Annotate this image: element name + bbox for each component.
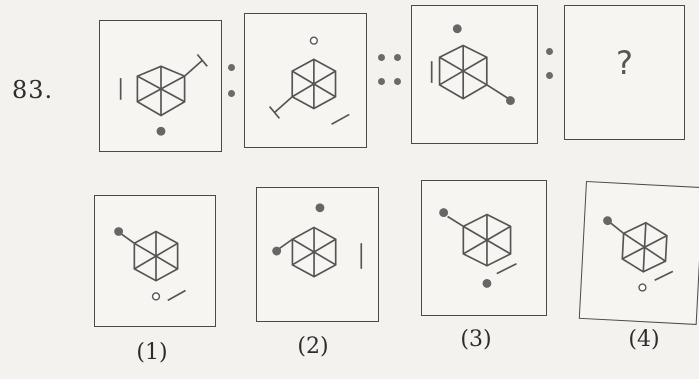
cube-figure-icon	[114, 227, 186, 302]
question-mark: ?	[616, 44, 633, 82]
problem-figure-1	[99, 20, 222, 152]
option-label-1: (1)	[136, 340, 168, 365]
problem-figure-2	[244, 13, 367, 148]
cube-figure-icon	[430, 24, 515, 106]
option-label-2: (2)	[297, 334, 329, 359]
problem-figure-3	[411, 5, 538, 144]
answer-option-4[interactable]	[578, 181, 699, 325]
cube-figure-icon	[603, 216, 674, 292]
option-label-3: (3)	[460, 327, 492, 352]
option-label-4: (4)	[628, 327, 660, 352]
question-number: 83.	[12, 76, 54, 104]
cube-figure-icon	[119, 53, 208, 136]
ratio-separator	[228, 64, 238, 104]
cube-figure-icon	[272, 203, 363, 278]
answer-option-1[interactable]	[94, 195, 216, 327]
double-colon-separator	[378, 54, 406, 94]
cube-figure-icon	[268, 36, 350, 126]
ratio-separator	[546, 48, 556, 88]
answer-option-2[interactable]	[256, 187, 379, 322]
answer-option-3[interactable]	[421, 180, 547, 316]
cube-figure-icon	[439, 208, 517, 288]
problem-figure-4: ?	[564, 5, 685, 140]
